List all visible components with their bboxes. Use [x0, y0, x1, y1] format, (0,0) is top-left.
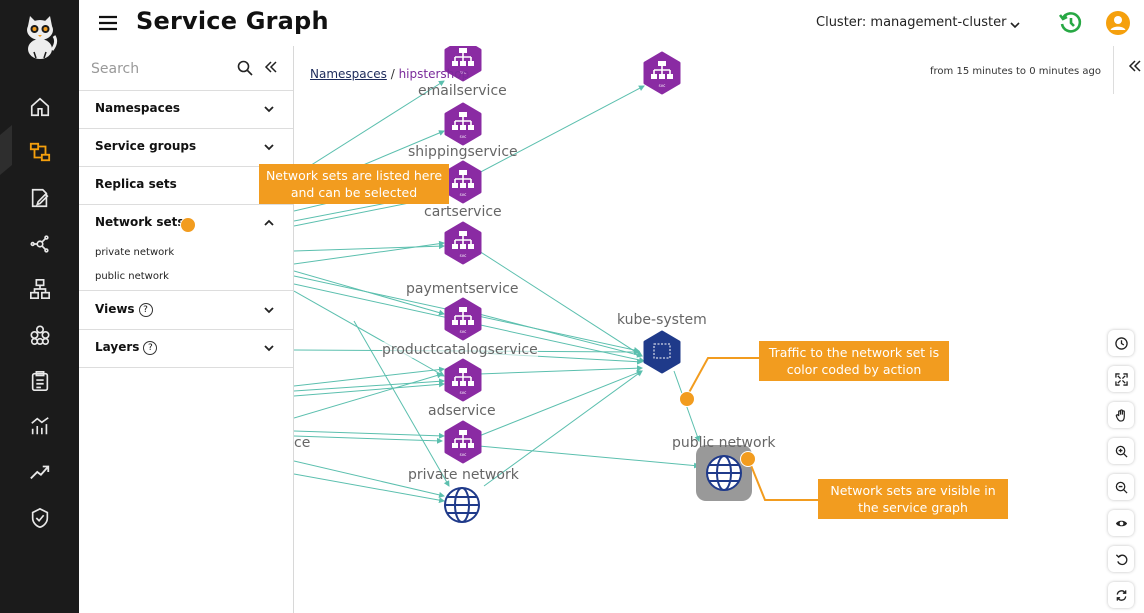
node-label-productcatalogservice: productcatalogservice	[382, 342, 538, 358]
network-set-item-public[interactable]: public network	[95, 271, 169, 282]
zoom-out-icon[interactable]	[1108, 474, 1134, 500]
cat-logo-icon[interactable]	[22, 12, 58, 60]
globe-icon[interactable]	[444, 487, 480, 523]
accordion-layers[interactable]: Layers?	[79, 329, 293, 368]
namespace-node-kube-system-icon[interactable]	[643, 330, 681, 374]
search-icon[interactable]	[237, 60, 253, 76]
activity-icon[interactable]	[25, 457, 55, 487]
filter-panel: Namespaces Service groups Replica sets N…	[79, 46, 294, 613]
accordion-views[interactable]: Views?	[79, 291, 293, 330]
accordion-label: Network sets	[95, 215, 185, 229]
accordion-network-sets[interactable]: Network sets private network public netw…	[79, 204, 293, 291]
breadcrumb: Namespaces / hipstershop	[310, 67, 469, 81]
node-label-emailservice: emailservice	[418, 83, 507, 99]
clusters-icon[interactable]	[25, 320, 55, 350]
service-node-cartservice-icon[interactable]	[444, 160, 482, 204]
network-icon[interactable]	[25, 274, 55, 304]
service-node-shippingservice-icon[interactable]	[444, 102, 482, 146]
accordion-label: Replica sets	[95, 177, 177, 191]
callout-leaders	[685, 357, 818, 501]
accordion-label: Views?	[95, 302, 153, 317]
accordion-service-groups[interactable]: Service groups	[79, 128, 293, 167]
graph-svg: svc	[294, 46, 818, 523]
node-label-public-network: public network	[672, 435, 776, 451]
chevron-down-icon[interactable]	[1009, 16, 1021, 29]
node-label-kube-system: kube-system	[617, 312, 707, 328]
search-row	[79, 46, 293, 91]
breadcrumb-separator: /	[390, 67, 395, 81]
accordion-namespaces[interactable]: Namespaces	[79, 90, 293, 129]
cluster-select[interactable]: Cluster: management-cluster	[816, 15, 1007, 30]
zoom-in-icon[interactable]	[1108, 438, 1134, 464]
endpoints-icon[interactable]	[25, 229, 55, 259]
service-node-paymentservice-icon[interactable]	[444, 221, 482, 265]
nav-rail	[0, 0, 79, 613]
clock-icon[interactable]	[1108, 330, 1134, 356]
eye-icon[interactable]	[1108, 510, 1134, 536]
collapse-right-icon[interactable]	[1128, 58, 1142, 74]
chevron-down-icon	[264, 307, 274, 314]
callout-dot	[180, 217, 196, 233]
page-title: Service Graph	[136, 7, 329, 35]
network-set-item-private[interactable]: private network	[95, 247, 175, 258]
node-label-cartservice: cartservice	[424, 204, 502, 220]
service-graph-icon[interactable]	[25, 137, 55, 167]
node-label-shippingservice: shippingservice	[408, 144, 518, 160]
user-avatar-icon[interactable]	[1106, 11, 1130, 35]
accordion-replica-sets[interactable]: Replica sets	[79, 166, 293, 205]
breadcrumb-namespaces-link[interactable]: Namespaces	[310, 67, 387, 81]
chevron-down-icon	[264, 345, 274, 352]
callout-network-sets-listed: Network sets are listed here and can be …	[259, 164, 449, 204]
search-input[interactable]	[89, 56, 223, 82]
accordion-label: Service groups	[95, 139, 197, 153]
policy-icon[interactable]	[25, 183, 55, 213]
fit-screen-icon[interactable]	[1108, 366, 1134, 392]
public-network-node-icon[interactable]	[696, 445, 752, 501]
time-range: from 15 minutes to 0 minutes ago	[930, 66, 1102, 77]
history-icon[interactable]	[1058, 10, 1084, 36]
service-node-bottom-icon[interactable]	[444, 420, 482, 464]
top-header: Service Graph Cluster: management-cluste…	[79, 0, 1144, 46]
accordion-label: Layers?	[95, 340, 158, 355]
service-node-top-right-icon[interactable]	[643, 51, 681, 95]
refresh-icon[interactable]	[1108, 582, 1134, 608]
callout-traffic-color: Traffic to the network set is color code…	[759, 341, 949, 381]
home-icon[interactable]	[25, 92, 55, 122]
chevron-down-icon	[264, 144, 274, 151]
help-icon[interactable]: ?	[138, 303, 153, 317]
callout-dot	[679, 391, 695, 407]
divider	[1113, 46, 1114, 94]
accordion-label: Namespaces	[95, 101, 181, 115]
views-label: Views	[95, 302, 135, 316]
graph-canvas[interactable]: svc	[294, 46, 1144, 613]
active-indicator	[0, 124, 12, 176]
node-label-private-network: private network	[408, 467, 519, 483]
layers-label: Layers	[95, 340, 140, 354]
security-icon[interactable]	[25, 503, 55, 533]
hand-icon[interactable]	[1108, 402, 1134, 428]
callout-visible-in-graph: Network sets are visible in the service …	[818, 479, 1008, 519]
undo-icon[interactable]	[1108, 546, 1134, 572]
node-label-paymentservice: paymentservice	[406, 281, 519, 297]
callout-dot	[740, 451, 756, 467]
breadcrumb-current: hipstershop	[398, 67, 470, 81]
node-label-partial: ce	[294, 435, 311, 451]
dashboard-icon[interactable]	[25, 411, 55, 441]
service-node-adservice-icon[interactable]	[444, 358, 482, 402]
hamburger-menu-icon[interactable]	[97, 12, 119, 34]
node-label-adservice: adservice	[428, 403, 496, 419]
service-node-productcatalogservice-icon[interactable]	[444, 297, 482, 341]
compliance-icon[interactable]	[25, 366, 55, 396]
chevron-up-icon	[264, 219, 274, 226]
collapse-panel-icon[interactable]	[263, 59, 279, 75]
help-icon[interactable]: ?	[143, 341, 158, 355]
chevron-down-icon	[264, 106, 274, 113]
